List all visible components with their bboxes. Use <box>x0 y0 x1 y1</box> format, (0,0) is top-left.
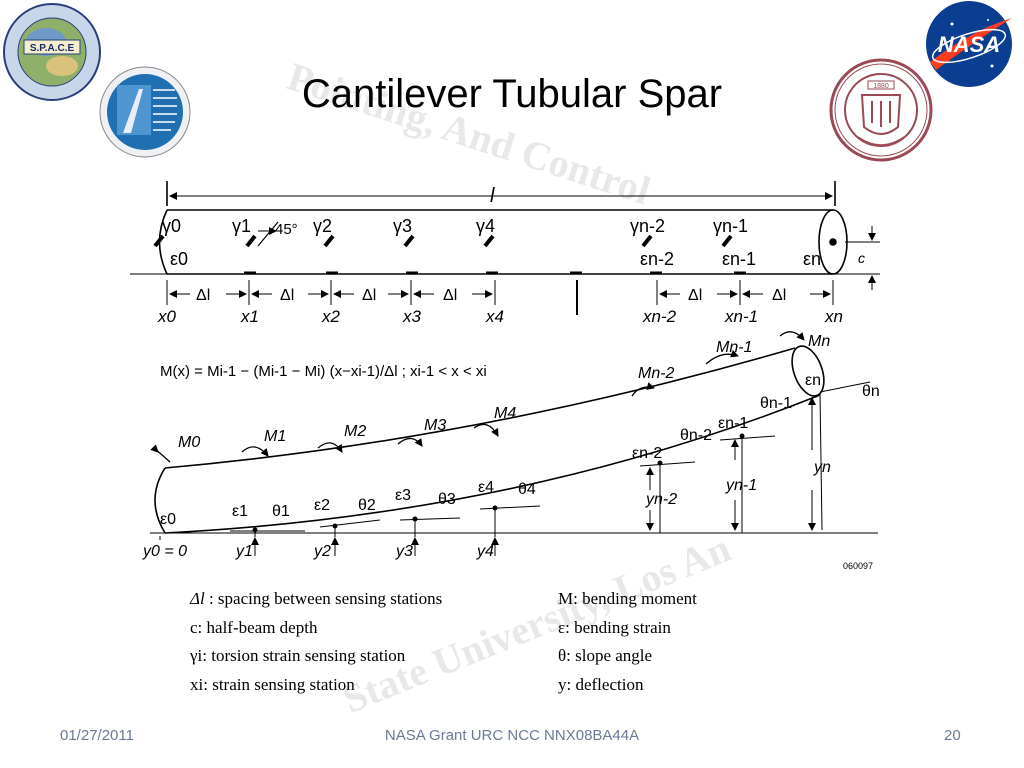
eps-3: ε3 <box>395 487 411 504</box>
space-logo-text: S.P.A.C.E <box>30 43 75 54</box>
station-xn-2: xn-2 <box>642 307 677 326</box>
deflection-y1: y1 <box>235 543 253 560</box>
angle-label: 45° <box>275 221 298 238</box>
eps-n-top: εn <box>803 249 821 269</box>
moment-mn: Mn <box>808 333 830 350</box>
gamma-3: γ3 <box>393 216 412 236</box>
spacing-1: Δl <box>196 287 210 304</box>
moment-equation: M(x) = Mi-1 − (Mi-1 − Mi) (x−xi-1)/Δl ; … <box>160 363 487 380</box>
deflection-yn-1: yn-1 <box>725 477 757 494</box>
legend-item: ε: bending strain <box>558 617 671 637</box>
moment-m3: M3 <box>424 417 446 434</box>
theta-n: θn <box>862 383 880 400</box>
csula-logo <box>93 65 198 165</box>
moment-m1: M1 <box>264 428 286 445</box>
page-number: 20 <box>944 727 961 744</box>
eps-0: ε0 <box>160 511 176 528</box>
legend-item: θ: slope angle <box>558 646 653 665</box>
eps-2: ε2 <box>314 497 330 514</box>
spacing-3: Δl <box>362 287 376 304</box>
footer-date: 01/27/2011 <box>60 727 134 744</box>
station-x0: x0 <box>157 307 177 326</box>
gamma-n-1: γn-1 <box>713 216 748 236</box>
moment-mn-2: Mn-2 <box>638 365 675 382</box>
gamma-2: γ2 <box>313 216 332 236</box>
station-xn-1: xn-1 <box>724 307 758 326</box>
theta-1: θ1 <box>272 503 290 520</box>
space-logo: S.P.A.C.E <box>2 0 102 110</box>
deflection-y2: y2 <box>313 543 331 560</box>
eps-0-top: ε0 <box>170 249 188 269</box>
station-xn: xn <box>824 307 843 326</box>
theta-3: θ3 <box>438 491 456 508</box>
eps-n-1: εn-1 <box>718 415 748 432</box>
legend-item: M: bending moment <box>558 589 697 608</box>
legend-item: c: half-beam depth <box>190 617 318 637</box>
legend-item: γi: torsion strain sensing station <box>190 646 406 665</box>
legend-right: M: bending moment ε: bending strain θ: s… <box>558 585 697 699</box>
legend-left: Δl : spacing between sensing stations c:… <box>190 585 442 699</box>
eps-4: ε4 <box>478 479 494 496</box>
gamma-0: γ0 <box>162 216 181 236</box>
legend-item: Δl : spacing between sensing stations <box>190 589 443 608</box>
gamma-4: γ4 <box>476 216 495 236</box>
gamma-n-2: γn-2 <box>630 216 665 236</box>
theta-4: θ4 <box>518 481 536 498</box>
spacing-2: Δl <box>280 287 294 304</box>
slide-title: Cantilever Tubular Spar <box>301 72 723 116</box>
eps-n-1-top: εn-1 <box>722 249 756 269</box>
nasa-logo-text: NASA <box>938 32 1000 57</box>
theta-n-2: θn-2 <box>680 427 712 444</box>
half-depth-label: c <box>858 250 865 266</box>
deflection-yn-2: yn-2 <box>645 491 677 508</box>
length-label: l <box>490 185 495 207</box>
moment-m4: M4 <box>494 405 516 422</box>
nasa-logo: NASA <box>922 0 1017 95</box>
station-x1: x1 <box>240 307 259 326</box>
spacing-4: Δl <box>443 287 457 304</box>
deflection-y4: y4 <box>476 543 494 560</box>
station-x4: x4 <box>485 307 504 326</box>
station-x2: x2 <box>321 307 341 326</box>
footer-grant: NASA Grant URC NCC NNX08BA44A <box>384 727 640 744</box>
deflection-yn: yn <box>813 459 831 476</box>
spacing-6: Δl <box>772 287 786 304</box>
theta-n-1: θn-1 <box>760 395 792 412</box>
legend-item: xi: strain sensing station <box>190 674 355 694</box>
eps-n: εn <box>805 372 821 389</box>
usc-seal-year: 1880 <box>873 83 889 90</box>
deflection-y3: y3 <box>395 543 413 560</box>
eps-1: ε1 <box>232 503 248 520</box>
gamma-1: γ1 <box>232 216 251 236</box>
moment-mn-1: Mn-1 <box>716 339 752 356</box>
usc-seal: 1880 <box>828 57 934 168</box>
eps-n-2-top: εn-2 <box>640 249 674 269</box>
theta-2: θ2 <box>358 497 376 514</box>
station-x3: x3 <box>402 307 422 326</box>
deflection-y0: y0 = 0 <box>142 543 187 560</box>
moment-m0: M0 <box>178 434 200 451</box>
moment-m2: M2 <box>344 423 366 440</box>
figure-id: 060097 <box>843 561 873 571</box>
eps-n-2: εn-2 <box>632 445 662 462</box>
spacing-5: Δl <box>688 287 702 304</box>
legend-item: y: deflection <box>558 674 644 694</box>
